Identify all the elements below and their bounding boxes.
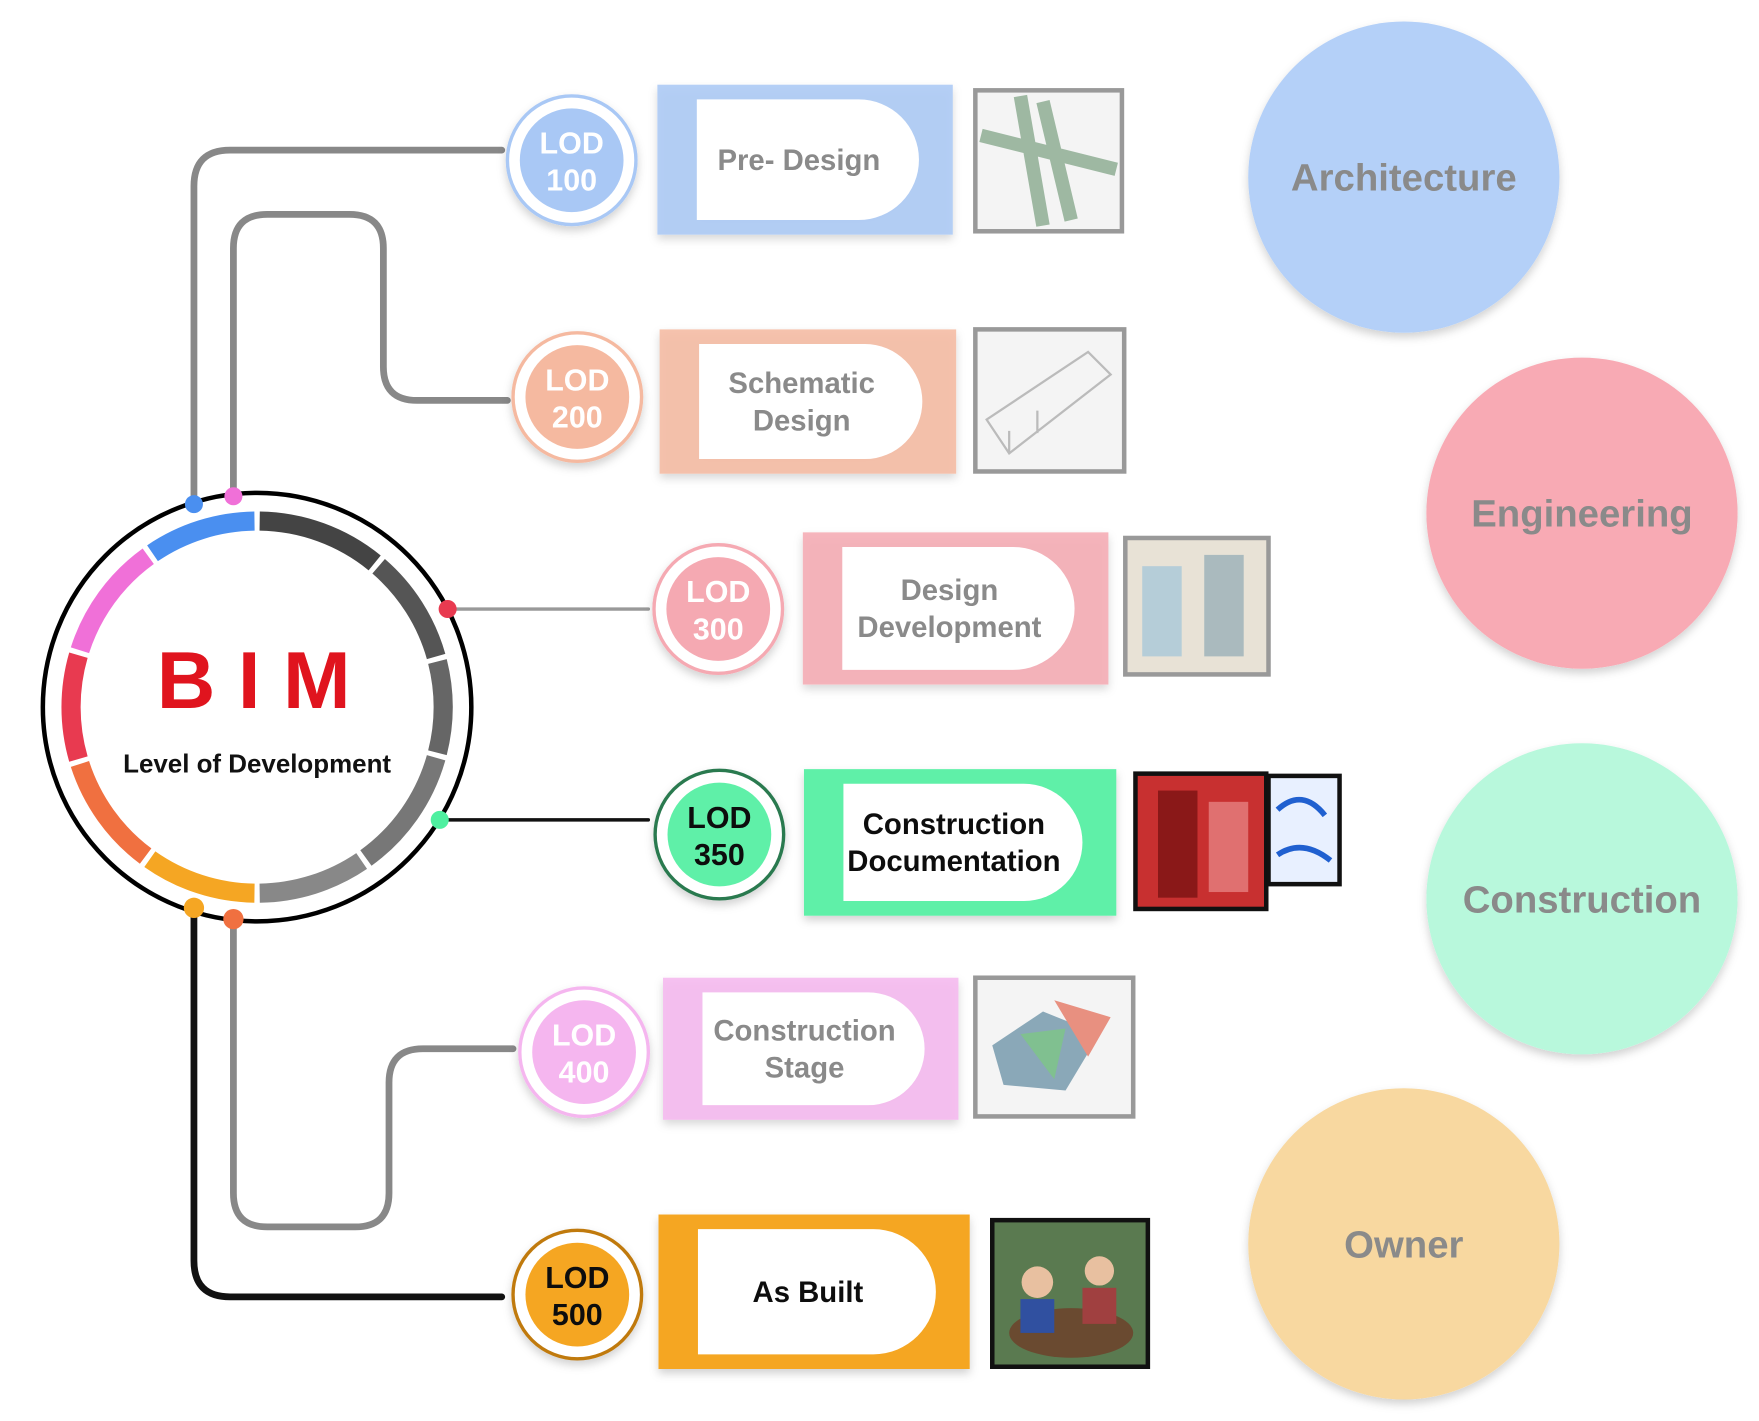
- connectors: [190, 146, 651, 1301]
- stage-label-shape: [702, 992, 925, 1106]
- discipline-engineering: Engineering: [1426, 357, 1738, 669]
- lod-badge: LOD 400: [518, 986, 651, 1119]
- ring-segment: [259, 511, 381, 571]
- dot-red: [438, 599, 457, 619]
- stage-box: As Built: [658, 1214, 970, 1369]
- discipline-circle: [1426, 743, 1738, 1055]
- dot-yellow: [183, 897, 205, 918]
- ring-segment: [360, 755, 446, 866]
- lod-badge-fill: [519, 108, 624, 213]
- lod-badge: LOD 100: [505, 94, 638, 227]
- stage-label: Schematic: [728, 367, 875, 400]
- hub-outer-ring: [40, 490, 474, 924]
- lod-label: 500: [552, 1298, 603, 1332]
- hub-subtitle: Level of Development: [123, 751, 391, 779]
- hub-title: B I M: [157, 636, 351, 726]
- building-wireframe-image: [973, 327, 1127, 474]
- discipline-circle: [1426, 357, 1738, 669]
- ring-segment: [144, 851, 255, 903]
- discipline-label: Architecture: [1291, 157, 1517, 200]
- lod-label: LOD: [545, 1261, 609, 1295]
- lod-label: 400: [559, 1056, 610, 1090]
- lod-badge-fill: [525, 1242, 630, 1347]
- connector-lod400: [230, 915, 517, 1231]
- ring-segment: [259, 852, 368, 903]
- dot-orange: [223, 908, 244, 930]
- discipline-circle: [1248, 1088, 1560, 1400]
- building-sketch-image: [1123, 535, 1271, 677]
- discipline-architecture: Architecture: [1248, 21, 1560, 333]
- structural-frame-image: [973, 88, 1125, 234]
- discipline-circle: [1248, 21, 1560, 333]
- stage-label: Design: [901, 574, 999, 607]
- ring-segment: [428, 659, 453, 756]
- lod-badge-fill: [667, 782, 772, 887]
- stage-label: Construction: [863, 808, 1045, 841]
- connector-lod500: [190, 904, 506, 1301]
- lod-label: LOD: [686, 575, 750, 609]
- dot-pink: [224, 487, 243, 506]
- discipline-label: Construction: [1463, 878, 1701, 921]
- 3d-model-image: [973, 975, 1136, 1119]
- hub-color-ring: [61, 511, 453, 903]
- stage-label-shape: [843, 783, 1083, 902]
- blueprint-image: [1266, 773, 1342, 887]
- stage-label: Design: [753, 404, 851, 437]
- stage-label: As Built: [753, 1276, 864, 1309]
- discipline-owner: Owner: [1248, 1088, 1560, 1400]
- lod-label: 200: [552, 400, 603, 434]
- ring-segment: [70, 760, 152, 864]
- meeting-clipart-image: [990, 1217, 1151, 1369]
- red-building-image: [1133, 771, 1269, 912]
- ring-segment: [61, 652, 88, 762]
- ring-segment: [372, 559, 446, 660]
- stage-label: Pre- Design: [717, 144, 880, 177]
- stage-label: Construction: [713, 1014, 895, 1047]
- lod-badge-fill: [532, 1000, 636, 1105]
- lod-badge-fill: [525, 345, 630, 449]
- lod-label: LOD: [552, 1018, 616, 1052]
- lod-label: LOD: [687, 801, 751, 835]
- lod-label: 300: [693, 612, 744, 646]
- stage-label: Stage: [765, 1052, 845, 1085]
- dot-blue: [184, 495, 203, 514]
- lod-label: LOD: [540, 126, 604, 160]
- lod-badge-fill: [666, 557, 771, 661]
- stage-box: Pre- Design: [657, 84, 953, 235]
- stage-label: Development: [857, 611, 1041, 644]
- connector-lod100: [190, 146, 506, 508]
- lod-label: LOD: [545, 363, 609, 397]
- bim-hub: B I M Level of Development: [40, 487, 474, 930]
- stage-label-shape: [842, 547, 1075, 670]
- dot-green: [430, 810, 449, 829]
- lod-label: 350: [694, 838, 745, 872]
- discipline-label: Engineering: [1471, 493, 1692, 536]
- stage-label: Documentation: [847, 845, 1060, 878]
- lod-row-100: LOD 100 Pre- Design: [505, 84, 1125, 235]
- discipline-construction: Construction: [1426, 743, 1738, 1055]
- ring-segment: [70, 548, 154, 654]
- connector-lod200: [230, 210, 511, 500]
- stage-label-shape: [696, 99, 919, 221]
- stage-label-shape: [699, 344, 923, 460]
- stage-label-shape: [697, 1229, 936, 1355]
- discipline-label: Owner: [1344, 1223, 1463, 1266]
- ring-segment: [147, 511, 255, 562]
- lod-label: 100: [546, 164, 597, 198]
